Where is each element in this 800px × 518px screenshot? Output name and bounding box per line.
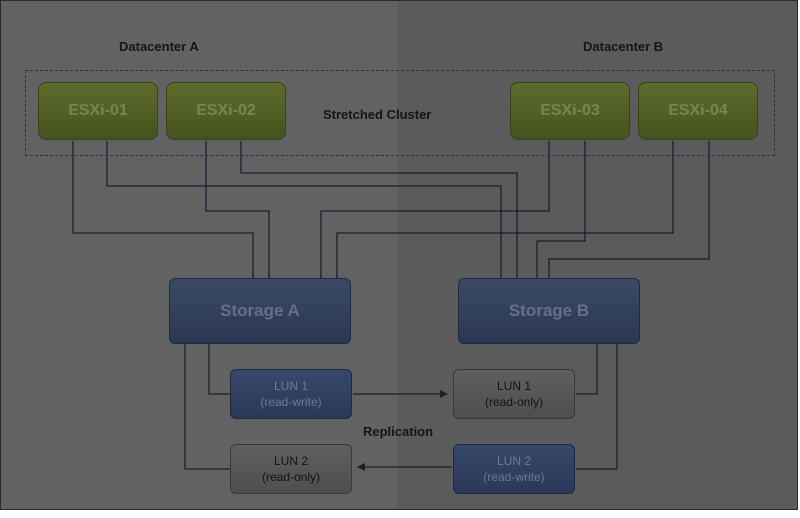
lun-name: LUN 1 bbox=[496, 379, 531, 393]
datacenter-a-label: Datacenter A bbox=[119, 39, 199, 54]
lun-1-storage-b: LUN 1 (read-only) bbox=[453, 369, 575, 419]
host-esxi-01: ESXi-01 bbox=[38, 82, 158, 140]
lun-mode: (read-write) bbox=[483, 470, 545, 484]
lun-name: LUN 2 bbox=[273, 454, 308, 468]
lun-2-storage-b: LUN 2 (read-write) bbox=[453, 444, 575, 494]
lun-mode: (read-only) bbox=[261, 470, 321, 484]
lun-2-storage-a: LUN 2 (read-only) bbox=[230, 444, 352, 494]
datacenter-b-label: Datacenter B bbox=[583, 39, 664, 54]
host-esxi-04: ESXi-04 bbox=[638, 82, 758, 140]
replication-label: Replication bbox=[363, 424, 434, 439]
host-esxi-02: ESXi-02 bbox=[166, 82, 286, 140]
replication-arrow-left bbox=[357, 463, 365, 471]
storage-a-box: Storage A bbox=[169, 278, 351, 344]
lun-mode: (read-write) bbox=[260, 395, 322, 409]
lun-mode: (read-only) bbox=[484, 395, 544, 409]
lun-1-storage-a: LUN 1 (read-write) bbox=[230, 369, 352, 419]
storage-b-box: Storage B bbox=[458, 278, 640, 344]
host-esxi-03: ESXi-03 bbox=[510, 82, 630, 140]
stretched-cluster-boundary bbox=[25, 70, 775, 156]
replication-arrow-right bbox=[440, 390, 448, 398]
lun-name: LUN 1 bbox=[273, 379, 308, 393]
lun-name: LUN 2 bbox=[496, 454, 531, 468]
stretched-cluster-label: Stretched Cluster bbox=[323, 107, 432, 122]
connection-lines bbox=[72, 141, 710, 471]
